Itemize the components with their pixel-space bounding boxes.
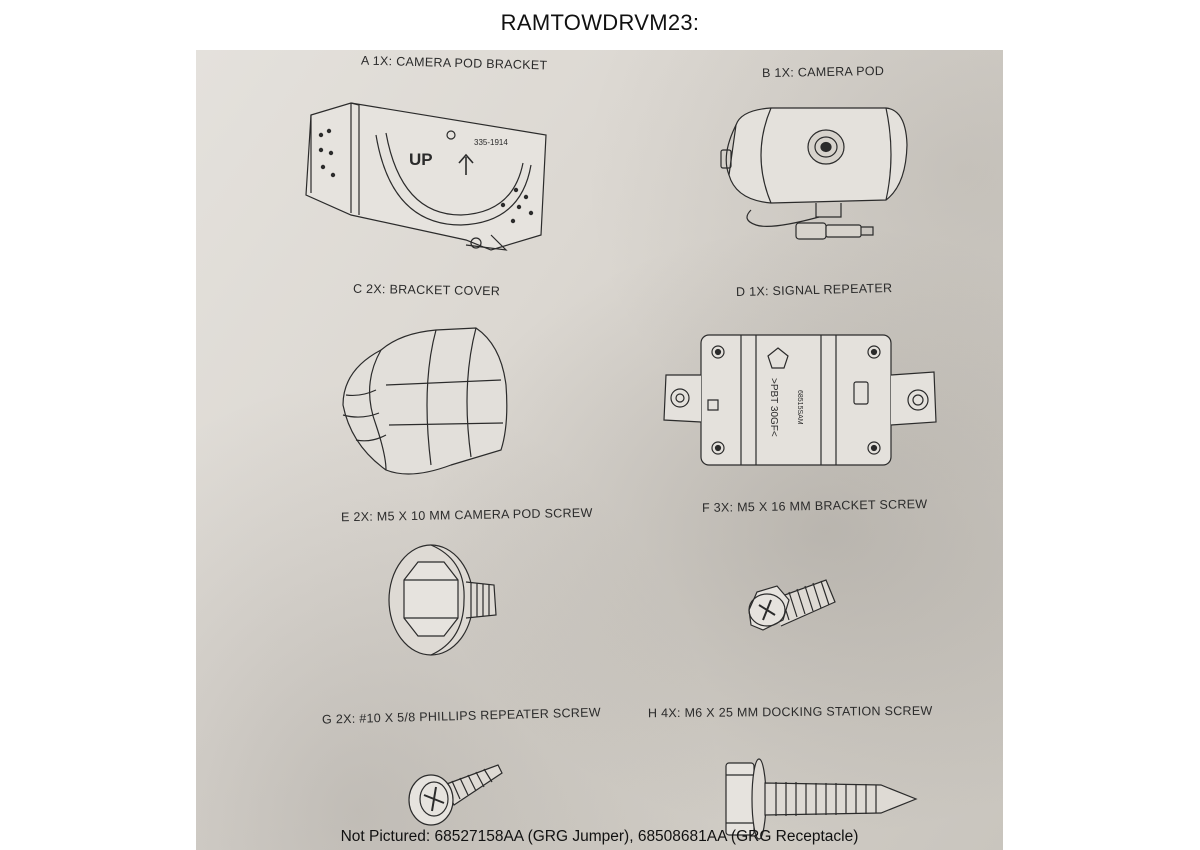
signal-repeater-drawing: >PBT 30GF< 68515SAM [656, 330, 941, 470]
repeater-material-stamp: >PBT 30GF< [768, 378, 779, 437]
part-d-label: D 1X: SIGNAL REPEATER [735, 280, 893, 300]
not-pictured-note: Not Pictured: 68527158AA (GRG Jumper), 6… [340, 828, 859, 845]
instruction-sheet-photo: A 1X: CAMERA POD BRACKET B 1X: CAMERA PO… [196, 50, 1003, 850]
repeater-screw-drawing [406, 755, 506, 830]
camera-pod-drawing [711, 105, 911, 265]
bracket-cover-drawing [331, 325, 516, 485]
camera-pod-screw-drawing [386, 540, 506, 660]
part-f-label: F 3X: M5 X 16 MM BRACKET SCREW [701, 497, 928, 515]
docking-station-screw-drawing [721, 755, 921, 840]
repeater-code-stamp: 68515SAM [796, 390, 803, 425]
part-h-label: H 4X: M6 X 25 MM DOCKING STATION SCREW [647, 703, 933, 721]
camera-pod-bracket-drawing: UP 335-1914 [291, 95, 566, 255]
part-a-label: A 1X: CAMERA POD BRACKET [360, 53, 548, 73]
bracket-code-stamp: 335-1914 [474, 138, 508, 147]
part-g-label: G 2X: #10 X 5/8 PHILLIPS REPEATER SCREW [321, 705, 602, 727]
page-title: RAMTOWDRVM23: [500, 10, 700, 35]
part-c-label: C 2X: BRACKET COVER [352, 281, 501, 299]
bracket-screw-drawing [741, 570, 841, 645]
bracket-up-stamp: UP [409, 150, 433, 169]
part-b-label: B 1X: CAMERA POD [761, 63, 885, 81]
part-e-label: E 2X: M5 X 10 MM CAMERA POD SCREW [340, 505, 593, 525]
